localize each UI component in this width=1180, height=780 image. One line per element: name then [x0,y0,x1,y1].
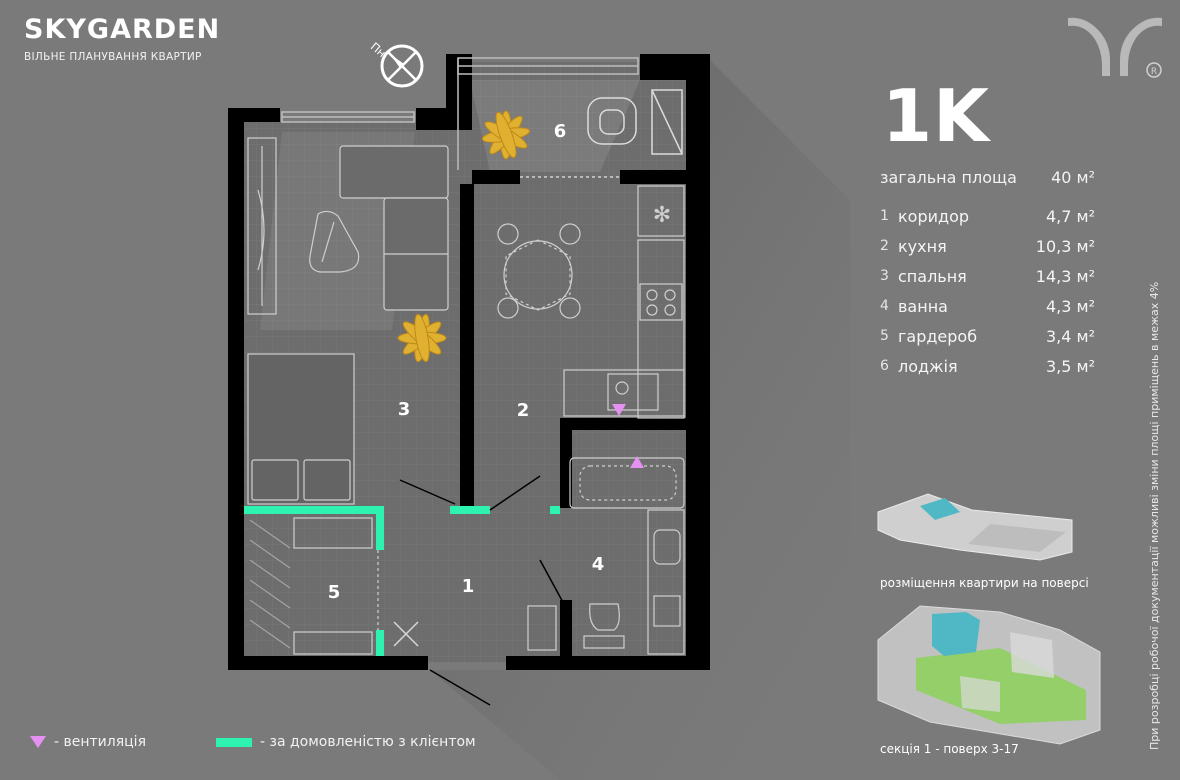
room-number: 1 [880,208,889,224]
windows [281,57,639,170]
total-area-row: загальна площа 40 м² [880,168,1095,187]
total-area-value: 40 м² [1051,168,1095,187]
room-row: 6 лоджія 3,5 м² [880,351,1095,381]
ventilation-marker [30,736,46,748]
room-row: 2 кухня 10,3 м² [880,231,1095,261]
room-number: 4 [880,298,889,314]
room-row: 4 ванна 4,3 м² [880,291,1095,321]
area-change-note: При розробці робочої документації можлив… [1148,281,1161,750]
room-area: 10,3 м² [1035,236,1095,256]
legend-client: - за домовленістю з клієнтом [216,734,476,750]
room-label-2: 2 [517,400,530,421]
bathroom-furniture [569,457,685,655]
room-area: 3,5 м² [1045,356,1095,376]
fridge-icon: ✻ [653,203,671,228]
room-label-6: 6 [554,121,567,142]
apartment-info: 1K загальна площа 40 м² 1 коридор 4,7 м²… [880,80,1095,381]
door-swings [399,475,566,706]
room-area: 4,3 м² [1045,296,1095,316]
corridor-mark [393,621,419,647]
floor-placement-map [877,493,1073,561]
legend-ventilation: - вентиляція [30,734,146,750]
room-name: коридор [898,206,970,226]
room-name: спальня [898,266,967,286]
room-label-5: 5 [328,582,341,603]
client-wall-marker [216,737,252,747]
kitchen-furniture [497,185,685,419]
apartment-type: 1K [882,74,990,158]
legend-ventilation-label: - вентиляція [54,734,146,750]
total-area-label: загальна площа [880,168,1017,187]
room-label-4: 4 [592,554,605,575]
client-wall-marker [244,506,560,656]
plant-icon [397,110,531,363]
room-name: гардероб [898,326,978,346]
compass-icon [380,44,424,88]
room-number: 5 [880,328,889,344]
floor-placement-caption: розміщення квартири на поверсі [880,576,1089,590]
brand-block: SKYGARDEN ВІЛЬНЕ ПЛАНУВАННЯ КВАРТИР [24,14,220,63]
room-label-3: 3 [398,399,411,420]
svg-text:R: R [1151,67,1157,77]
room-row: 1 коридор 4,7 м² [880,201,1095,231]
registered-icon: R [1146,62,1162,78]
brand-title: SKYGARDEN [24,14,221,45]
room-number: 6 [880,358,889,374]
room-number: 2 [880,238,889,254]
plan-shadow [430,60,850,780]
ventilation-marker [612,404,644,468]
room-row: 5 гардероб 3,4 м² [880,321,1095,351]
room-area: 14,3 м² [1035,266,1095,286]
room-name: кухня [898,236,947,256]
room-list: 1 коридор 4,7 м² 2 кухня 10,3 м² 3 спаль… [880,201,1095,381]
legend-client-label: - за домовленістю з клієнтом [260,734,476,750]
room-name: лоджія [898,356,958,376]
section-caption: секція 1 - поверх 3-17 [880,742,1019,756]
bedroom-furniture [247,137,449,505]
room-label-1: 1 [462,576,475,597]
room-area: 4,7 м² [1045,206,1095,226]
logo-mark: R [1068,17,1162,78]
brand-subtitle: ВІЛЬНЕ ПЛАНУВАННЯ КВАРТИР [24,51,202,63]
room-area: 3,4 м² [1045,326,1095,346]
room-row: 3 спальня 14,3 м² [880,261,1095,291]
loggia-furniture [587,89,683,155]
room-number: 3 [880,268,889,284]
room-name: ванна [898,296,948,316]
section-map [877,605,1101,745]
wardrobe [249,517,379,655]
